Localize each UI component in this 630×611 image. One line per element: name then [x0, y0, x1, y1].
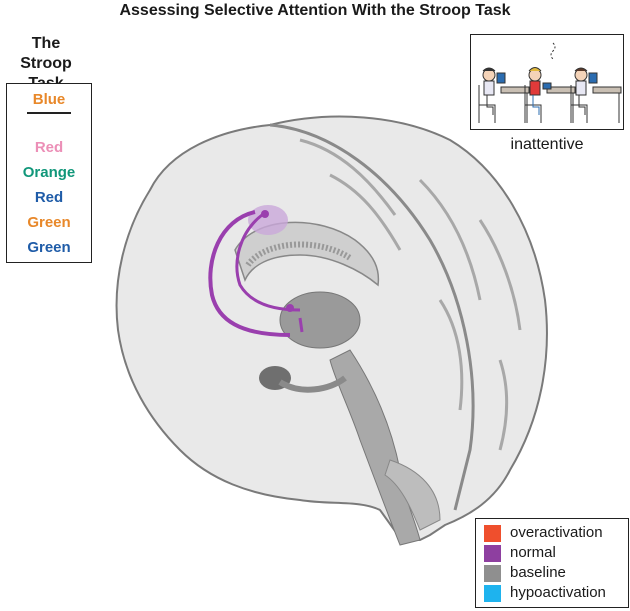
stroop-heading-line1: The — [31, 35, 61, 52]
cerebellum — [384, 459, 441, 531]
legend-label: baseline — [510, 564, 566, 581]
attention-pathway — [208, 210, 291, 337]
cingulate-highlight — [248, 205, 288, 235]
stroop-word: Green — [27, 239, 71, 256]
stroop-word: Orange — [22, 164, 76, 181]
stroop-word-box: Blue Red Orange Red Green Green — [6, 83, 92, 263]
activation-legend: overactivation normal baseline hypoactiv… — [475, 518, 629, 608]
stroop-word: Green — [27, 214, 71, 231]
stroop-sample-word: Blue — [32, 91, 66, 108]
stroop-word: Red — [34, 189, 64, 206]
thalamus — [279, 291, 361, 349]
legend-label: overactivation — [510, 524, 603, 541]
brain-gyri — [299, 138, 522, 451]
legend-swatch — [484, 545, 501, 562]
pathway-node — [286, 304, 294, 312]
legend-swatch — [484, 585, 501, 602]
legend-swatch — [484, 565, 501, 582]
legend-swatch — [484, 525, 501, 542]
stroop-divider — [27, 112, 71, 114]
pathway-branch — [298, 317, 304, 333]
brain-hemisphere-edge — [269, 123, 475, 511]
classroom-label: inattentive — [510, 136, 584, 153]
legend-label: normal — [510, 544, 556, 561]
pathway-node — [261, 210, 269, 218]
stroop-word: Red — [34, 139, 64, 156]
hippocampus — [278, 375, 347, 393]
classroom-students-icon — [478, 42, 622, 123]
corpus-callosum — [234, 221, 380, 287]
legend-label: hypoactivation — [510, 584, 606, 601]
brainstem — [329, 349, 421, 546]
attention-pathway-inner — [235, 213, 301, 312]
figure-title: Assessing Selective Attention With the S… — [119, 2, 511, 19]
classroom-illustration — [470, 34, 624, 130]
